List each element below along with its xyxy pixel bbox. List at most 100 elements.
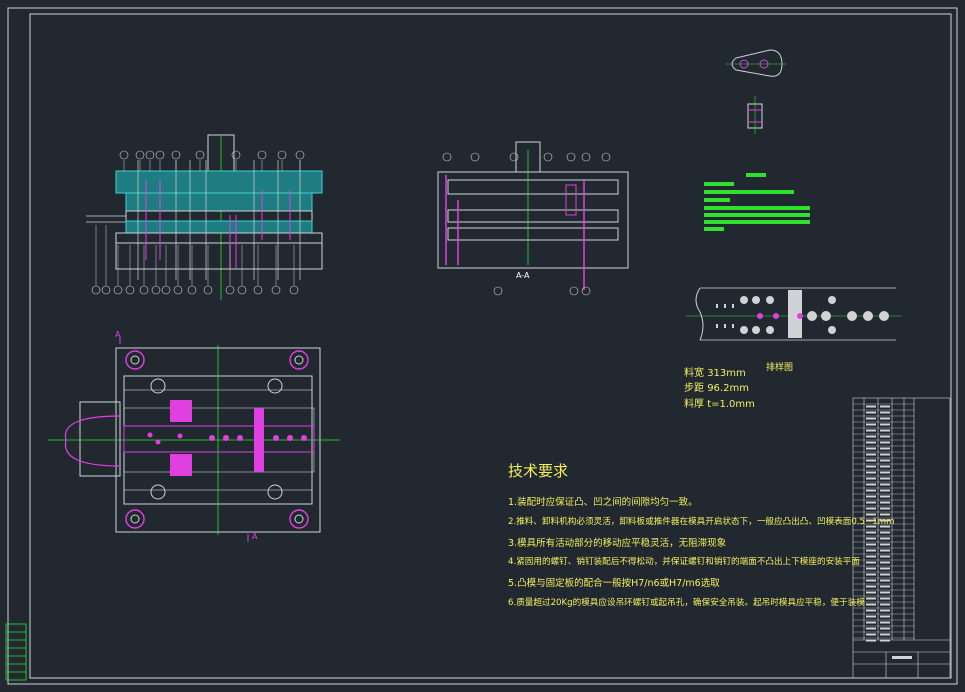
- parts-row-text: [880, 567, 890, 570]
- tech-req-item: 3.模具所有活动部分的移动应平稳灵活，无阻滞现象: [508, 538, 727, 549]
- parts-row-text: [866, 489, 876, 492]
- strip-param-pitch-label: 步距: [684, 383, 704, 394]
- tech-req-item: 1.装配时应保证凸、凹之间的间隙均匀一致。: [508, 497, 698, 508]
- parts-row-text: [866, 561, 876, 564]
- parts-row-text: [866, 627, 876, 630]
- parts-row-text: [866, 531, 876, 534]
- parts-row-text: [866, 465, 876, 468]
- parts-row-text: [866, 423, 876, 426]
- parts-row-text: [880, 525, 890, 528]
- parts-row-text: [880, 621, 890, 624]
- strip-param-pitch: 步距 96.2mm: [684, 379, 749, 394]
- parts-row-text: [866, 507, 876, 510]
- parts-row-text: [880, 531, 890, 534]
- parts-row-text: [866, 453, 876, 456]
- parts-row-text: [880, 447, 890, 450]
- note-block-bars: [704, 173, 810, 231]
- parts-row-text: [880, 639, 890, 642]
- parts-row-text: [866, 519, 876, 522]
- parts-row-text: [880, 585, 890, 588]
- parts-row-text: [880, 507, 890, 510]
- parts-row-text: [866, 513, 876, 516]
- parts-row-text: [866, 615, 876, 618]
- parts-row-text: [880, 555, 890, 558]
- section-marker-bottom: A: [252, 532, 258, 541]
- parts-row-text: [866, 591, 876, 594]
- strip-param-pitch-value: 96.2mm: [707, 383, 749, 394]
- parts-row-text: [880, 417, 890, 420]
- parts-row-text: [880, 561, 890, 564]
- parts-row-text: [880, 543, 890, 546]
- parts-row-text: [866, 483, 876, 486]
- strip-param-width-value: 313mm: [707, 368, 746, 379]
- strip-param-width-label: 料宽: [684, 368, 704, 379]
- parts-row-text: [866, 549, 876, 552]
- parts-row-text: [866, 579, 876, 582]
- parts-row-text: [880, 513, 890, 516]
- parts-row-text: [880, 627, 890, 630]
- parts-row-text: [880, 615, 890, 618]
- parts-row-text: [880, 603, 890, 606]
- parts-row-text: [880, 423, 890, 426]
- parts-row-text: [880, 483, 890, 486]
- parts-row-text: [880, 411, 890, 414]
- tech-req-item: 5.凸模与固定板的配合一般按H7/n6或H7/m6选取: [508, 578, 720, 589]
- parts-list-name-cell: [892, 656, 912, 659]
- strip-layout-title: 排样图: [766, 363, 794, 373]
- parts-row-text: [866, 495, 876, 498]
- parts-row-text: [866, 597, 876, 600]
- parts-row-text: [880, 549, 890, 552]
- parts-row-text: [866, 543, 876, 546]
- parts-row-text: [866, 585, 876, 588]
- strip-param-thickness-label: 料厚: [684, 399, 704, 410]
- section-label-a-a: A-A: [516, 271, 530, 280]
- parts-row-text: [866, 639, 876, 642]
- parts-row-text: [866, 633, 876, 636]
- parts-row-text: [880, 435, 890, 438]
- binding-strip-table: [5, 623, 27, 681]
- parts-list-rows: [853, 403, 914, 642]
- parts-row-text: [866, 603, 876, 606]
- tech-req-item: 2.推料、卸料机构必须灵活，卸料板或推件器在模具开启状态下，一般应凸出凸、凹模表…: [508, 517, 895, 527]
- section-marker-top: A: [115, 330, 121, 339]
- parts-row-text: [866, 417, 876, 420]
- tech-req-title: 技术要求: [508, 462, 569, 480]
- parts-row-text: [880, 495, 890, 498]
- parts-row-text: [866, 555, 876, 558]
- parts-row-text: [880, 573, 890, 576]
- strip-param-thickness: 料厚 t=1.0mm: [684, 395, 755, 410]
- strip-layout: [686, 287, 902, 341]
- parts-row-text: [880, 459, 890, 462]
- parts-row-text: [880, 465, 890, 468]
- parts-row-text: [866, 459, 876, 462]
- tech-req-item: 4.紧固用的螺钉、销钉装配后不得松动，并保证螺钉和销钉的端面不凸出上下模座的安装…: [508, 557, 860, 567]
- parts-row-text: [866, 471, 876, 474]
- parts-row-text: [880, 501, 890, 504]
- parts-row-text: [866, 447, 876, 450]
- parts-row-text: [880, 597, 890, 600]
- tech-req-item: 6.质量超过20Kg的模具应设吊环螺钉或起吊孔，确保安全吊装。起吊时模具应平稳，…: [508, 598, 865, 608]
- inner-border: [29, 13, 952, 679]
- parts-row-text: [880, 405, 890, 408]
- parts-row-text: [880, 537, 890, 540]
- parts-row-text: [866, 429, 876, 432]
- parts-row-text: [866, 621, 876, 624]
- parts-row-text: [866, 609, 876, 612]
- parts-row-text: [866, 477, 876, 480]
- parts-row-text: [880, 519, 890, 522]
- parts-row-text: [866, 435, 876, 438]
- parts-row-text: [880, 477, 890, 480]
- parts-row-text: [880, 633, 890, 636]
- section-a-a-view: [437, 141, 629, 296]
- parts-row-text: [866, 573, 876, 576]
- strip-param-thickness-value: t=1.0mm: [707, 399, 755, 410]
- strip-param-width: 料宽 313mm: [684, 364, 746, 379]
- parts-row-text: [880, 591, 890, 594]
- parts-row-text: [880, 471, 890, 474]
- parts-row-text: [866, 501, 876, 504]
- parts-row-text: [880, 429, 890, 432]
- main-section-view: [86, 134, 323, 300]
- parts-row-text: [866, 411, 876, 414]
- parts-row-text: [866, 525, 876, 528]
